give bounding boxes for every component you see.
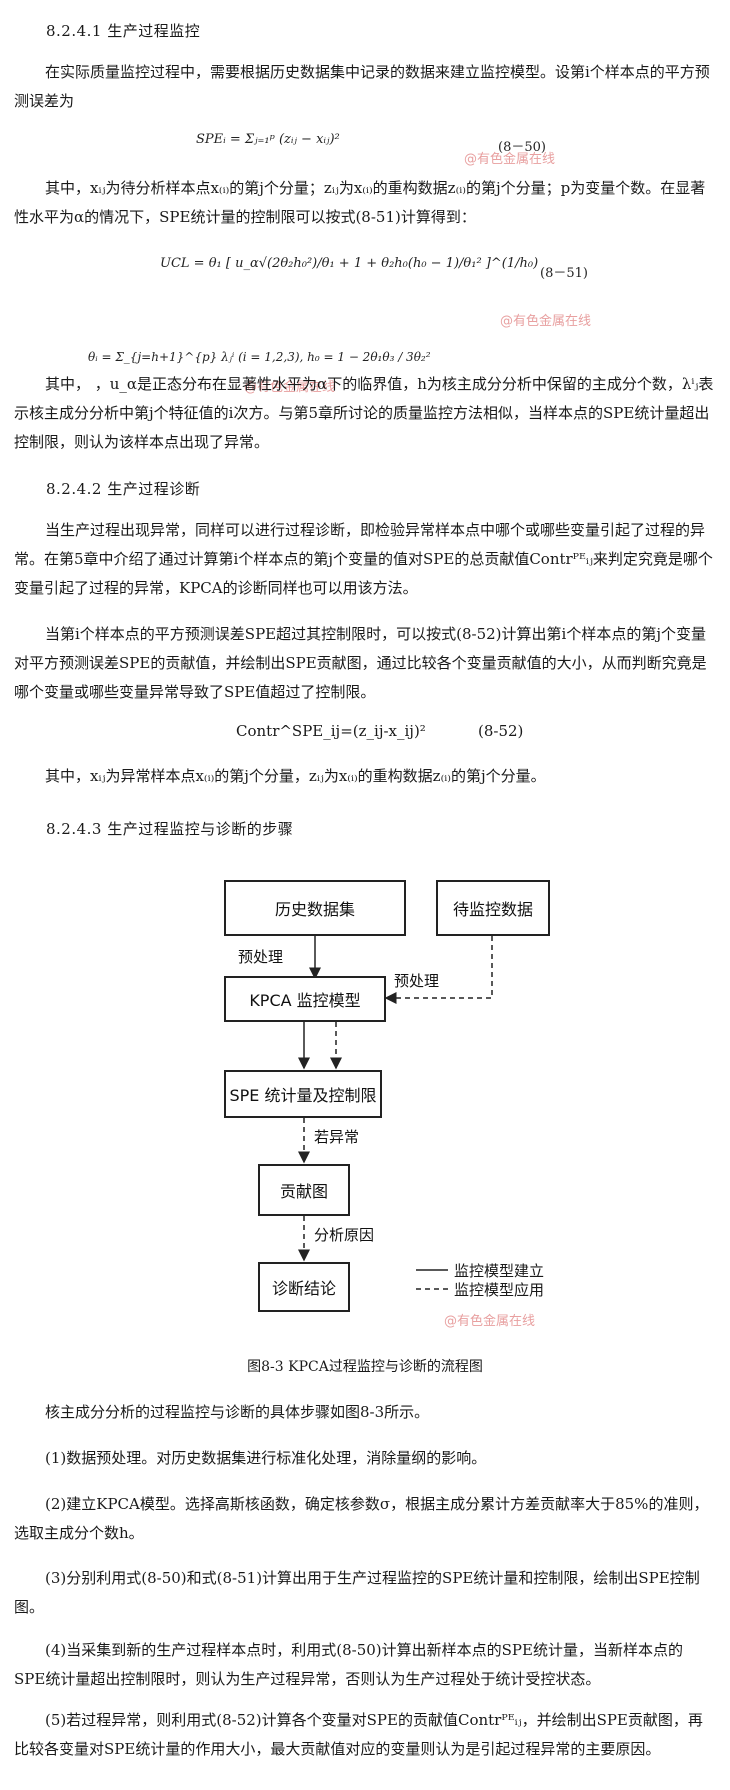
flow-label-preprocess-2: 预处理 bbox=[394, 972, 440, 990]
flow-box-diagnosis-result: 诊断结论 bbox=[258, 1262, 350, 1312]
equation-number-8-50: (8－50) bbox=[498, 140, 546, 155]
paragraph-spe-definitions: 其中，xᵢⱼ为待分析样本点x₍ᵢ₎的第j个分量；zᵢⱼ为x₍ᵢ₎的重构数据z₍ᵢ… bbox=[14, 179, 706, 226]
step-item-5: (5)若过程异常，则利用式(8-52)计算各个变量对SPE的贡献值Contrᴾᴱ… bbox=[14, 1711, 703, 1758]
flow-label-analyze-cause: 分析原因 bbox=[314, 1226, 375, 1244]
equation-8-52: Contr^SPE_ij=(z_ij-x_ij)² bbox=[236, 722, 426, 740]
flowchart: 历史数据集 待监控数据 预处理 预处理 KPCA 监控模型 SPE 统计量及控制… bbox=[210, 864, 560, 1334]
section-heading-steps: 8.2.4.3 生产过程监控与诊断的步骤 bbox=[46, 820, 294, 838]
watermark-2: @有色金属在线 bbox=[500, 314, 592, 329]
section-heading-monitoring: 8.2.4.1 生产过程监控 bbox=[46, 22, 201, 40]
equation-number-8-51: (8－51) bbox=[540, 266, 588, 281]
figure-caption: 图8-3 KPCA过程监控与诊断的流程图 bbox=[247, 1359, 483, 1375]
paragraph-contribution: 当第i个样本点的平方预测误差SPE超过其控制限时，可以按式(8-52)计算出第i… bbox=[14, 625, 707, 701]
step-item-4: (4)当采集到新的生产过程样本点时，利用式(8-50)计算出新样本点的SPE统计… bbox=[14, 1641, 683, 1688]
watermark-3: @有色金属在线 bbox=[244, 380, 336, 395]
watermark-1: @有色金属在线 bbox=[464, 152, 556, 167]
legend-dashed-label: 监控模型应用 bbox=[454, 1281, 545, 1299]
flow-box-contribution-chart: 贡献图 bbox=[258, 1164, 350, 1216]
paragraph-contribution-definitions: 其中，xᵢⱼ为异常样本点x₍ᵢ₎的第j个分量，zᵢⱼ为x₍ᵢ₎的重构数据z₍ᵢ₎… bbox=[45, 767, 546, 785]
flow-box-spe-limit: SPE 统计量及控制限 bbox=[224, 1070, 382, 1118]
flow-box-pending-data: 待监控数据 bbox=[436, 880, 550, 936]
equation-number-8-52: (8-52) bbox=[478, 722, 524, 740]
flow-label-preprocess-1: 预处理 bbox=[238, 948, 284, 966]
section-heading-diagnosis: 8.2.4.2 生产过程诊断 bbox=[46, 480, 201, 498]
legend-solid-label: 监控模型建立 bbox=[454, 1262, 545, 1280]
paragraph-diagnosis-intro: 当生产过程出现异常，同样可以进行过程诊断，即检验异常样本点中哪个或哪些变量引起了… bbox=[14, 521, 713, 597]
paragraph-ucl-explanation: 其中， ，u_α是正态分布在显著性水平为α下的临界值，h为核主成分分析中保留的主… bbox=[14, 375, 714, 451]
step-item-1: (1)数据预处理。对历史数据集进行标准化处理，消除量纲的影响。 bbox=[45, 1449, 487, 1467]
step-item-2: (2)建立KPCA模型。选择高斯核函数，确定核参数σ，根据主成分累计方差贡献率大… bbox=[14, 1495, 709, 1542]
equation-8-51: UCL = θ₁ [ u_α√(2θ₂h₀²)/θ₁ + 1 + θ₂h₀(h₀… bbox=[160, 256, 539, 271]
watermark-4: @有色金属在线 bbox=[444, 1314, 536, 1329]
equation-theta: θᵢ = Σ_{j=h+1}^{p} λⱼⁱ (i = 1,2,3), h₀ =… bbox=[88, 350, 431, 364]
flow-label-if-abnormal: 若异常 bbox=[314, 1128, 360, 1146]
paragraph-spe-intro: 在实际质量监控过程中，需要根据历史数据集中记录的数据来建立监控模型。设第i个样本… bbox=[14, 63, 710, 110]
paragraph-steps-intro: 核主成分分析的过程监控与诊断的具体步骤如图8-3所示。 bbox=[45, 1403, 430, 1421]
flow-box-history-data: 历史数据集 bbox=[224, 880, 406, 936]
flow-box-kpca-model: KPCA 监控模型 bbox=[224, 976, 386, 1022]
equation-8-50: SPEᵢ = Σⱼ₌₁ᵖ (zᵢⱼ − xᵢⱼ)² bbox=[196, 132, 340, 147]
flowchart-arrows bbox=[298, 936, 493, 1290]
step-item-3: (3)分别利用式(8-50)和式(8-51)计算出用于生产过程监控的SPE统计量… bbox=[14, 1569, 700, 1616]
